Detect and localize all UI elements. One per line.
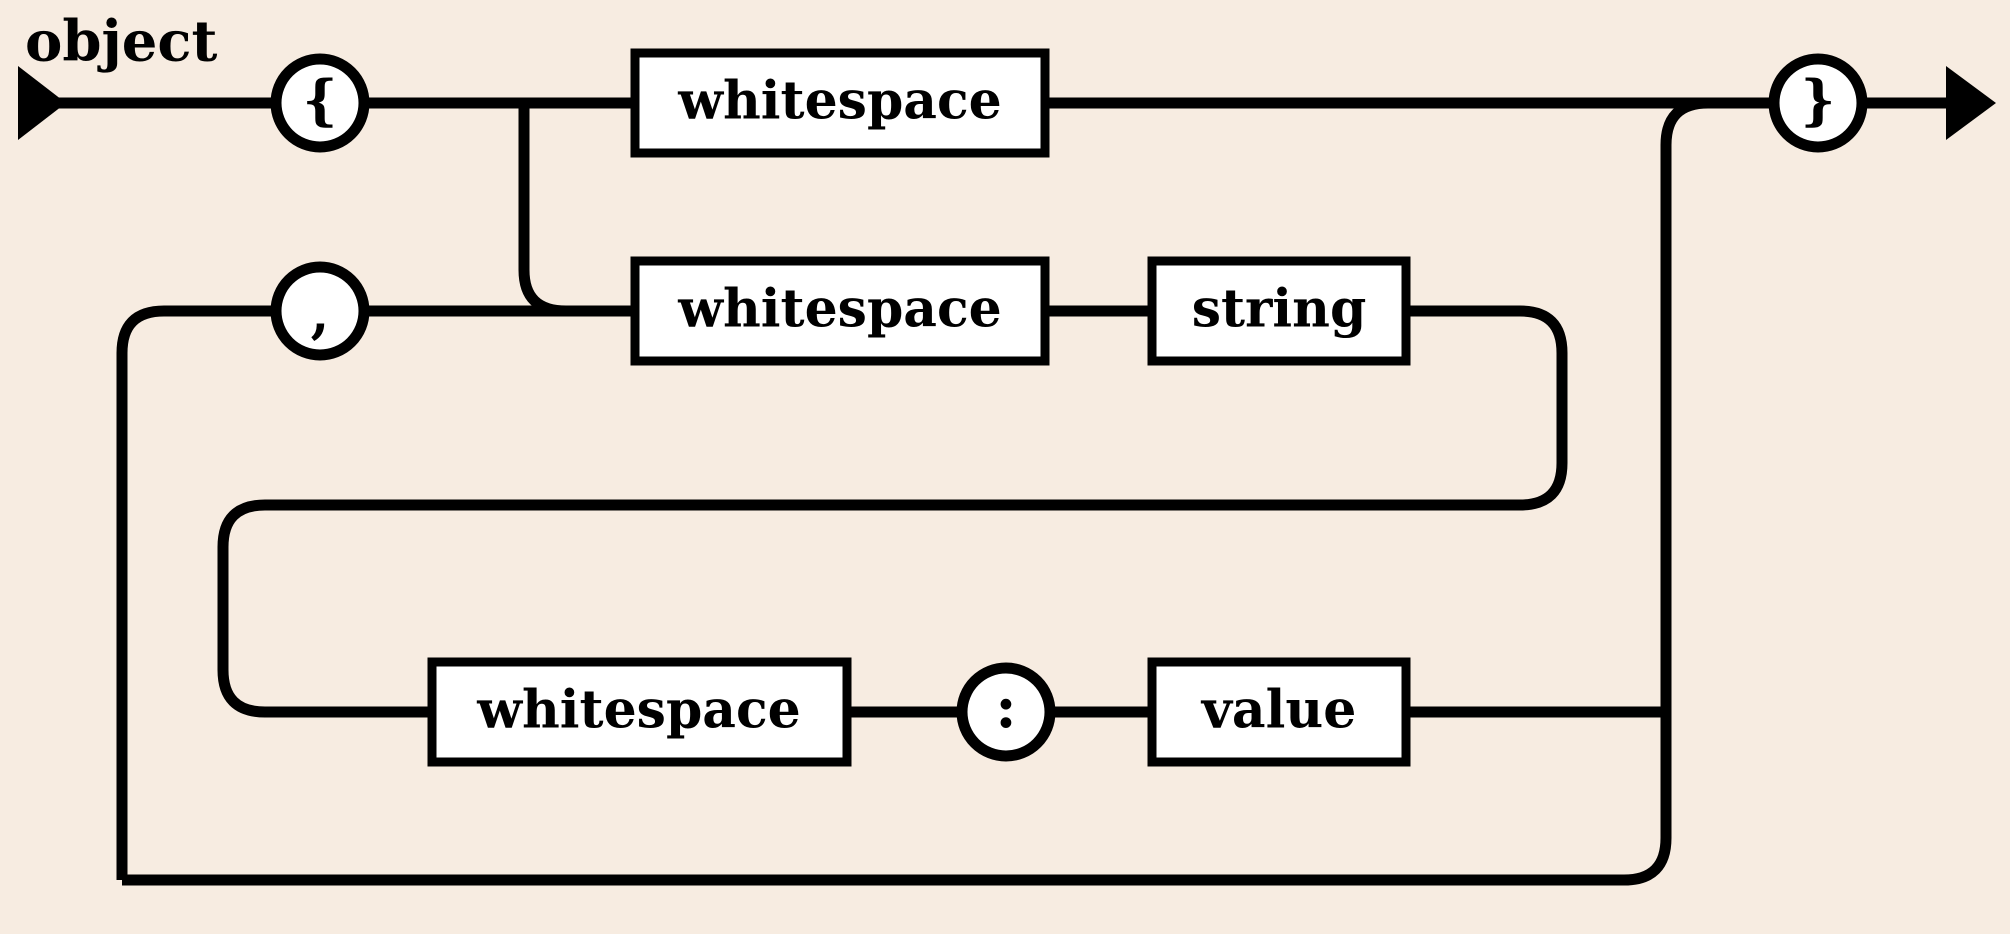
close-brace-label: } xyxy=(1801,68,1836,132)
nonterminal-whitespace-top[interactable]: whitespace xyxy=(630,48,1050,158)
rail-merge-riser-to-close-brace xyxy=(1660,97,1709,712)
value-label: value xyxy=(1201,680,1357,741)
comma-label: , xyxy=(311,281,330,345)
rail-row3-left-descender xyxy=(217,499,432,718)
colon-circle xyxy=(956,662,1056,762)
terminal-colon[interactable]: : xyxy=(956,662,1056,762)
terminal-close-brace[interactable]: } xyxy=(1768,53,1868,153)
open-brace-label: { xyxy=(303,68,338,132)
rule-title: object xyxy=(25,9,217,75)
terminal-comma[interactable]: , xyxy=(270,261,370,361)
entry-arrow-icon xyxy=(18,66,66,140)
open-brace-circle xyxy=(270,53,370,153)
rail-bottom-loop-left-riser xyxy=(116,305,276,880)
nonterminal-whitespace-middle[interactable]: whitespace xyxy=(630,256,1050,366)
whitespace-top-box xyxy=(630,48,1050,158)
exit-arrow-icon xyxy=(1946,66,1996,140)
whitespace-bottom-label: whitespace xyxy=(476,680,801,741)
string-label: string xyxy=(1192,279,1367,340)
rail-lines xyxy=(34,97,1972,886)
nonterminal-string[interactable]: string xyxy=(1147,256,1411,366)
string-box xyxy=(1147,256,1411,366)
whitespace-middle-box xyxy=(630,256,1050,366)
comma-circle xyxy=(270,261,370,361)
value-box xyxy=(1147,657,1411,767)
rail-bottom-repeat-loop xyxy=(122,711,1672,886)
close-brace-circle xyxy=(1768,53,1868,153)
nonterminal-value[interactable]: value xyxy=(1147,657,1411,767)
whitespace-bottom-box xyxy=(427,657,852,767)
whitespace-middle-label: whitespace xyxy=(677,279,1002,340)
rail-string-loop-to-row3 xyxy=(265,305,1568,511)
colon-label: : xyxy=(995,673,1016,741)
nonterminal-whitespace-bottom[interactable]: whitespace xyxy=(427,657,852,767)
whitespace-top-label: whitespace xyxy=(677,71,1002,132)
terminal-open-brace[interactable]: { xyxy=(270,53,370,153)
